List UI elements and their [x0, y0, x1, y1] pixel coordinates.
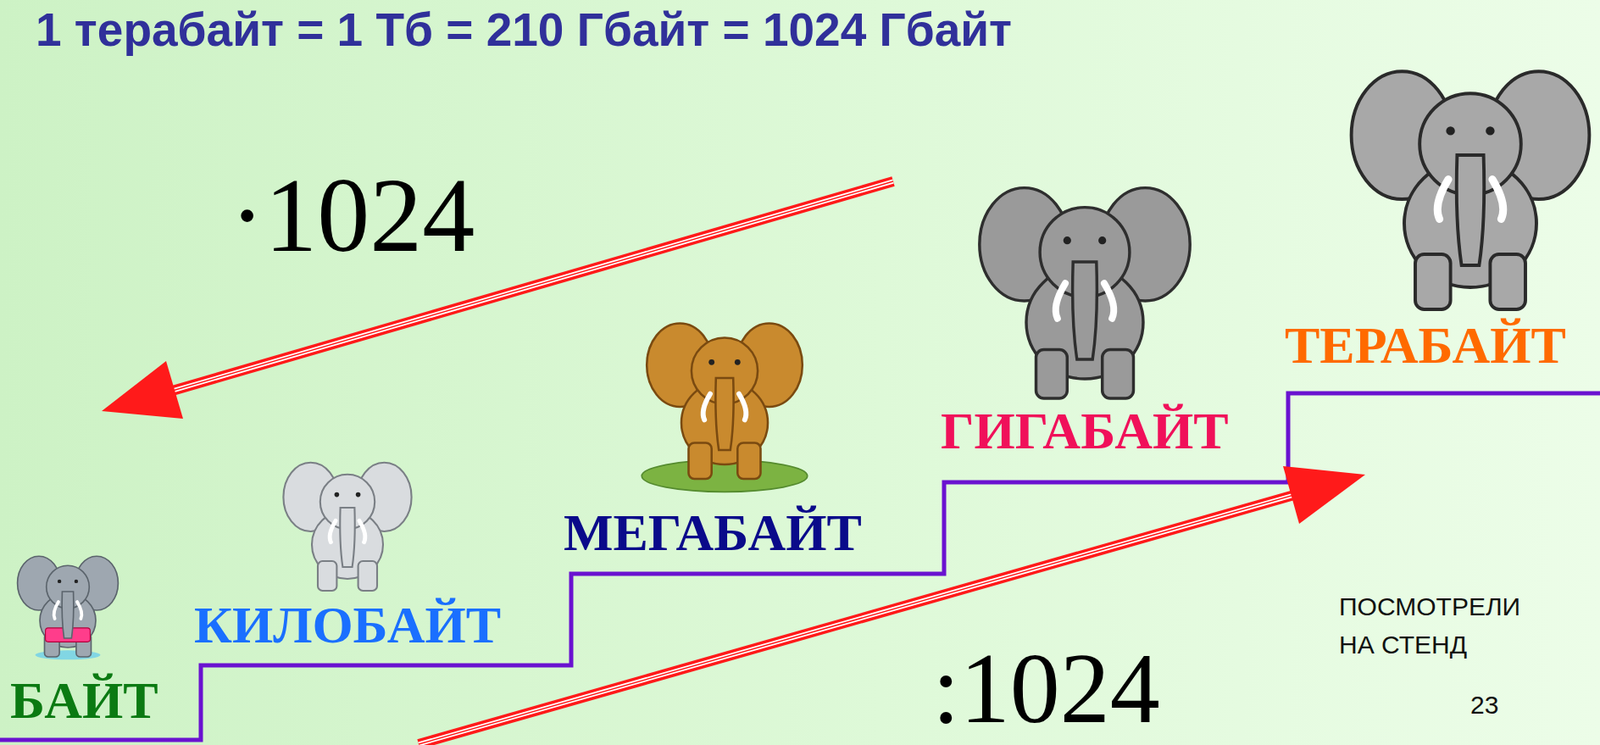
eye: [355, 492, 362, 498]
elephant-part: [339, 507, 356, 567]
eye: [734, 359, 741, 366]
elephant-figure: [641, 322, 808, 492]
elephant-part: [1036, 350, 1068, 400]
elephant-part: [1489, 254, 1526, 310]
divider-label: :1024: [932, 638, 1161, 739]
tusk: [77, 601, 82, 619]
tusk: [1055, 283, 1066, 318]
eye: [74, 579, 78, 584]
arrow-multiply: [101, 181, 894, 419]
elephant-part: [1072, 261, 1098, 360]
eye: [57, 579, 62, 584]
eye: [334, 492, 340, 498]
elephant-figure: [283, 462, 412, 591]
tusk: [703, 394, 711, 421]
tusk: [1492, 179, 1504, 220]
tusk: [329, 520, 336, 542]
tusk: [359, 520, 366, 542]
elephant-part: [61, 591, 74, 639]
title-heading: 1 терабайт = 1 Тб = 210 Гбайт = 1024 Гба…: [35, 3, 1012, 56]
tusk: [1437, 179, 1449, 220]
elephant-part: [688, 443, 712, 480]
staircase: [0, 393, 1600, 740]
slide-number: 23: [1470, 692, 1499, 718]
eye: [1098, 236, 1106, 245]
eye: [1445, 126, 1455, 135]
elephant-part: [737, 443, 761, 480]
elephant-part: [715, 377, 734, 450]
elephant-part: [317, 561, 337, 591]
elephant-part: [1456, 155, 1485, 266]
elephant-figure: [979, 188, 1190, 399]
tusk: [738, 394, 746, 421]
unit-label: МЕГАБАЙТ: [563, 505, 862, 559]
elephant-figure: [1351, 71, 1590, 310]
unit-label: ГИГАБАЙТ: [940, 404, 1229, 457]
tusk: [54, 601, 59, 619]
elephant-part: [358, 561, 378, 591]
unit-label: ТЕРАБАЙТ: [1284, 318, 1567, 372]
elephant-part: [1102, 350, 1134, 400]
unit-label: БАЙТ: [10, 673, 159, 727]
tusk: [1104, 283, 1114, 318]
arrow-divide: [418, 466, 1366, 745]
eye: [1485, 126, 1495, 135]
elephant-figure: [17, 555, 119, 660]
elephants: [17, 71, 1590, 660]
elephant-part: [1415, 254, 1451, 310]
eye: [708, 359, 715, 366]
multiplier-label: ·1024: [229, 163, 475, 269]
note-text: ПОСМОТРЕЛИ НА СТЕНД: [1338, 587, 1534, 664]
eye: [1063, 236, 1072, 245]
unit-label: КИЛОБАЙТ: [194, 598, 501, 651]
